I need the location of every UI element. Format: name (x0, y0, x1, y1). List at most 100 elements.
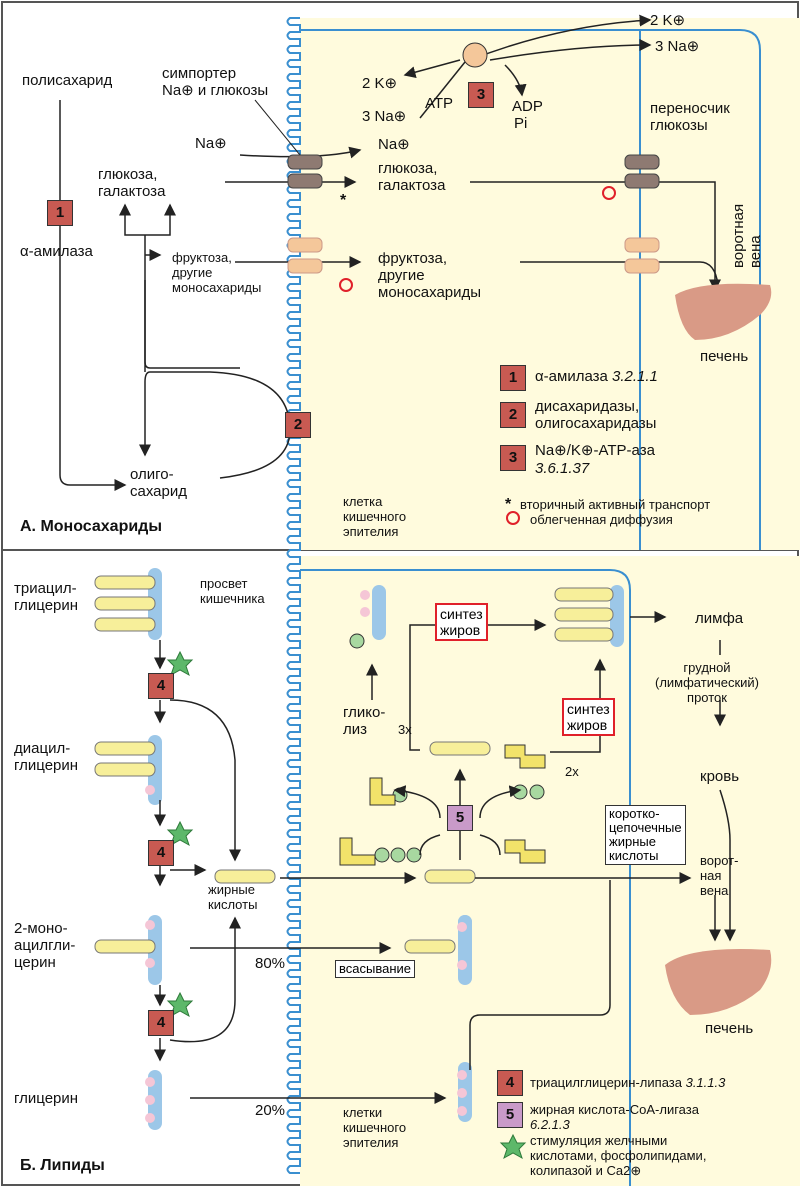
mag-chain (94, 939, 156, 954)
cell-oh (360, 590, 370, 600)
fat-synthesis-box-1: синтез жиров (435, 603, 488, 641)
fructose-cell-label: фруктоза, другие моносахариды (378, 250, 482, 301)
legend-1-text: α-амилаза 3.2.1.1 (535, 368, 658, 385)
glucose-carrier-label: переносчик глюкозы (650, 100, 730, 134)
polysaccharide-label: полисахарид (22, 72, 113, 89)
secondary-transport-star: * (340, 192, 347, 209)
adp-label: ADP (512, 98, 543, 115)
acyl-coa-chain (429, 741, 491, 756)
oh (457, 1106, 467, 1116)
resynth-chain (554, 627, 614, 642)
na-outside-label: Na⊕ (195, 135, 227, 152)
legend-3-badge: 3 (500, 445, 526, 471)
glycerol-oh (145, 1077, 155, 1087)
legend-5-badge: 5 (497, 1102, 523, 1128)
legend-4-text: триацилглицерин-липаза 3.1.1.3 (530, 1075, 726, 1090)
legend-1-badge: 1 (500, 365, 526, 391)
lipid-molecules (94, 568, 624, 1130)
mag-cell-chain (404, 939, 456, 954)
coa-block (504, 744, 546, 769)
enzyme-4-badge-3: 4 (148, 1010, 174, 1036)
oh (457, 960, 467, 970)
blood-label: кровь (700, 768, 740, 785)
brush-border-membrane (286, 17, 301, 1174)
glycerol-label: глицерин (14, 1090, 79, 1107)
legend-star-icon: * (505, 496, 512, 513)
legend-3-ec: 3.6.1.37 (535, 460, 590, 477)
enzyme-1-badge: 1 (47, 200, 73, 226)
na-cell-label: Na⊕ (378, 136, 410, 153)
legend-5-ec: 6.2.1.3 (530, 1117, 570, 1132)
cell-oh (360, 607, 370, 617)
fructose-lumen-label: фруктоза, другие моносахариды (172, 250, 262, 295)
resynth-chain (554, 587, 614, 602)
liver-label-a: печень (700, 348, 749, 365)
fatty-acid-cell (424, 869, 476, 884)
legend-4-badge: 4 (497, 1070, 523, 1096)
legend-2-text: дисахаридазы, олигосахаридазы (535, 398, 657, 432)
tag-chain (94, 575, 156, 590)
absorption-callout: всасывание (335, 960, 415, 978)
lymph-label: лимфа (695, 610, 744, 627)
legend-circle-text: облегченная диффузия (530, 512, 673, 527)
atp-label: ATP (425, 95, 454, 112)
legend-5-text: жирная кислота-CoA-лигаза (530, 1102, 699, 1117)
oh (457, 1088, 467, 1098)
phosphate-circle (390, 847, 406, 863)
resynth-chain (554, 607, 614, 622)
oh (457, 922, 467, 932)
legend-3-text: Na⊕/K⊕-ATP-аза (535, 442, 655, 459)
tag-chain (94, 617, 156, 632)
legend-star-text: вторичный активный транспорт (520, 497, 711, 512)
mag-oh (145, 958, 155, 968)
coa-block (504, 839, 546, 864)
pct-80: 80% (255, 955, 286, 972)
dag-chain (94, 741, 156, 756)
fatty-acids-label: жирные кислоты (208, 882, 258, 912)
enzyme-4-badge-2: 4 (148, 840, 174, 866)
phosphate-circle (374, 847, 390, 863)
diacylglycerol-label: диацил- глицерин (14, 740, 79, 774)
x2-label: 2x (565, 764, 579, 779)
panel-b-title: Б. Липиды (20, 1157, 105, 1174)
glycolysis-label: глико- лиз (343, 704, 386, 738)
portal-vein-label-a: воротная вена (730, 203, 764, 268)
x3-label: 3x (398, 722, 412, 737)
phosphate-circle (529, 784, 545, 800)
panel-a-title: А. Моносахариды (20, 518, 162, 535)
enzyme-4-badge-1: 4 (148, 673, 174, 699)
cell-label: клетка кишечного эпителия (343, 494, 407, 539)
legend-2-badge: 2 (500, 402, 526, 428)
tag-chain (94, 596, 156, 611)
monoacylglycerol-label: 2-моно- ацилгли- церин (14, 920, 76, 971)
atp-block (339, 837, 376, 866)
fatty-acid (214, 869, 276, 884)
pi-label: Pi (514, 115, 528, 132)
alpha-amylase-label: α-амилаза (20, 243, 93, 260)
short-chain-callout: коротко- цепочечные жирные кислоты (605, 805, 686, 865)
glycerol-oh (145, 1095, 155, 1105)
enzyme-3-badge: 3 (468, 82, 494, 108)
glucose-galactose-lumen-label: глюкоза, галактоза (98, 166, 166, 200)
two-k-in: 2 K⊕ (362, 75, 398, 92)
portal-vein-label-b: ворот- ная вена (700, 853, 739, 898)
liver-label-b: печень (705, 1020, 754, 1037)
phosphate-circle (512, 784, 528, 800)
phosphate-circle (406, 847, 422, 863)
triacylglycerol-label: триацил- глицерин (14, 580, 79, 614)
enzyme-5-badge: 5 (447, 805, 473, 831)
dag-oh (145, 785, 155, 795)
thoracic-duct-label: грудной (лимфатический) проток (655, 660, 760, 705)
lumen-label: просвет кишечника (200, 576, 265, 606)
oh (457, 1070, 467, 1080)
pct-20: 20% (255, 1102, 286, 1119)
two-k-top: 2 K⊕ (650, 12, 686, 29)
oligosaccharide-label: олиго- сахарид (130, 466, 187, 500)
three-na-top: 3 Na⊕ (655, 38, 700, 55)
resynth-tag-backbone (610, 585, 624, 647)
legend-stimulation-text: стимуляция желчными кислотами, фосфолипи… (530, 1133, 707, 1178)
dag-chain (94, 762, 156, 777)
fat-synthesis-box-2: синтез жиров (562, 698, 615, 736)
